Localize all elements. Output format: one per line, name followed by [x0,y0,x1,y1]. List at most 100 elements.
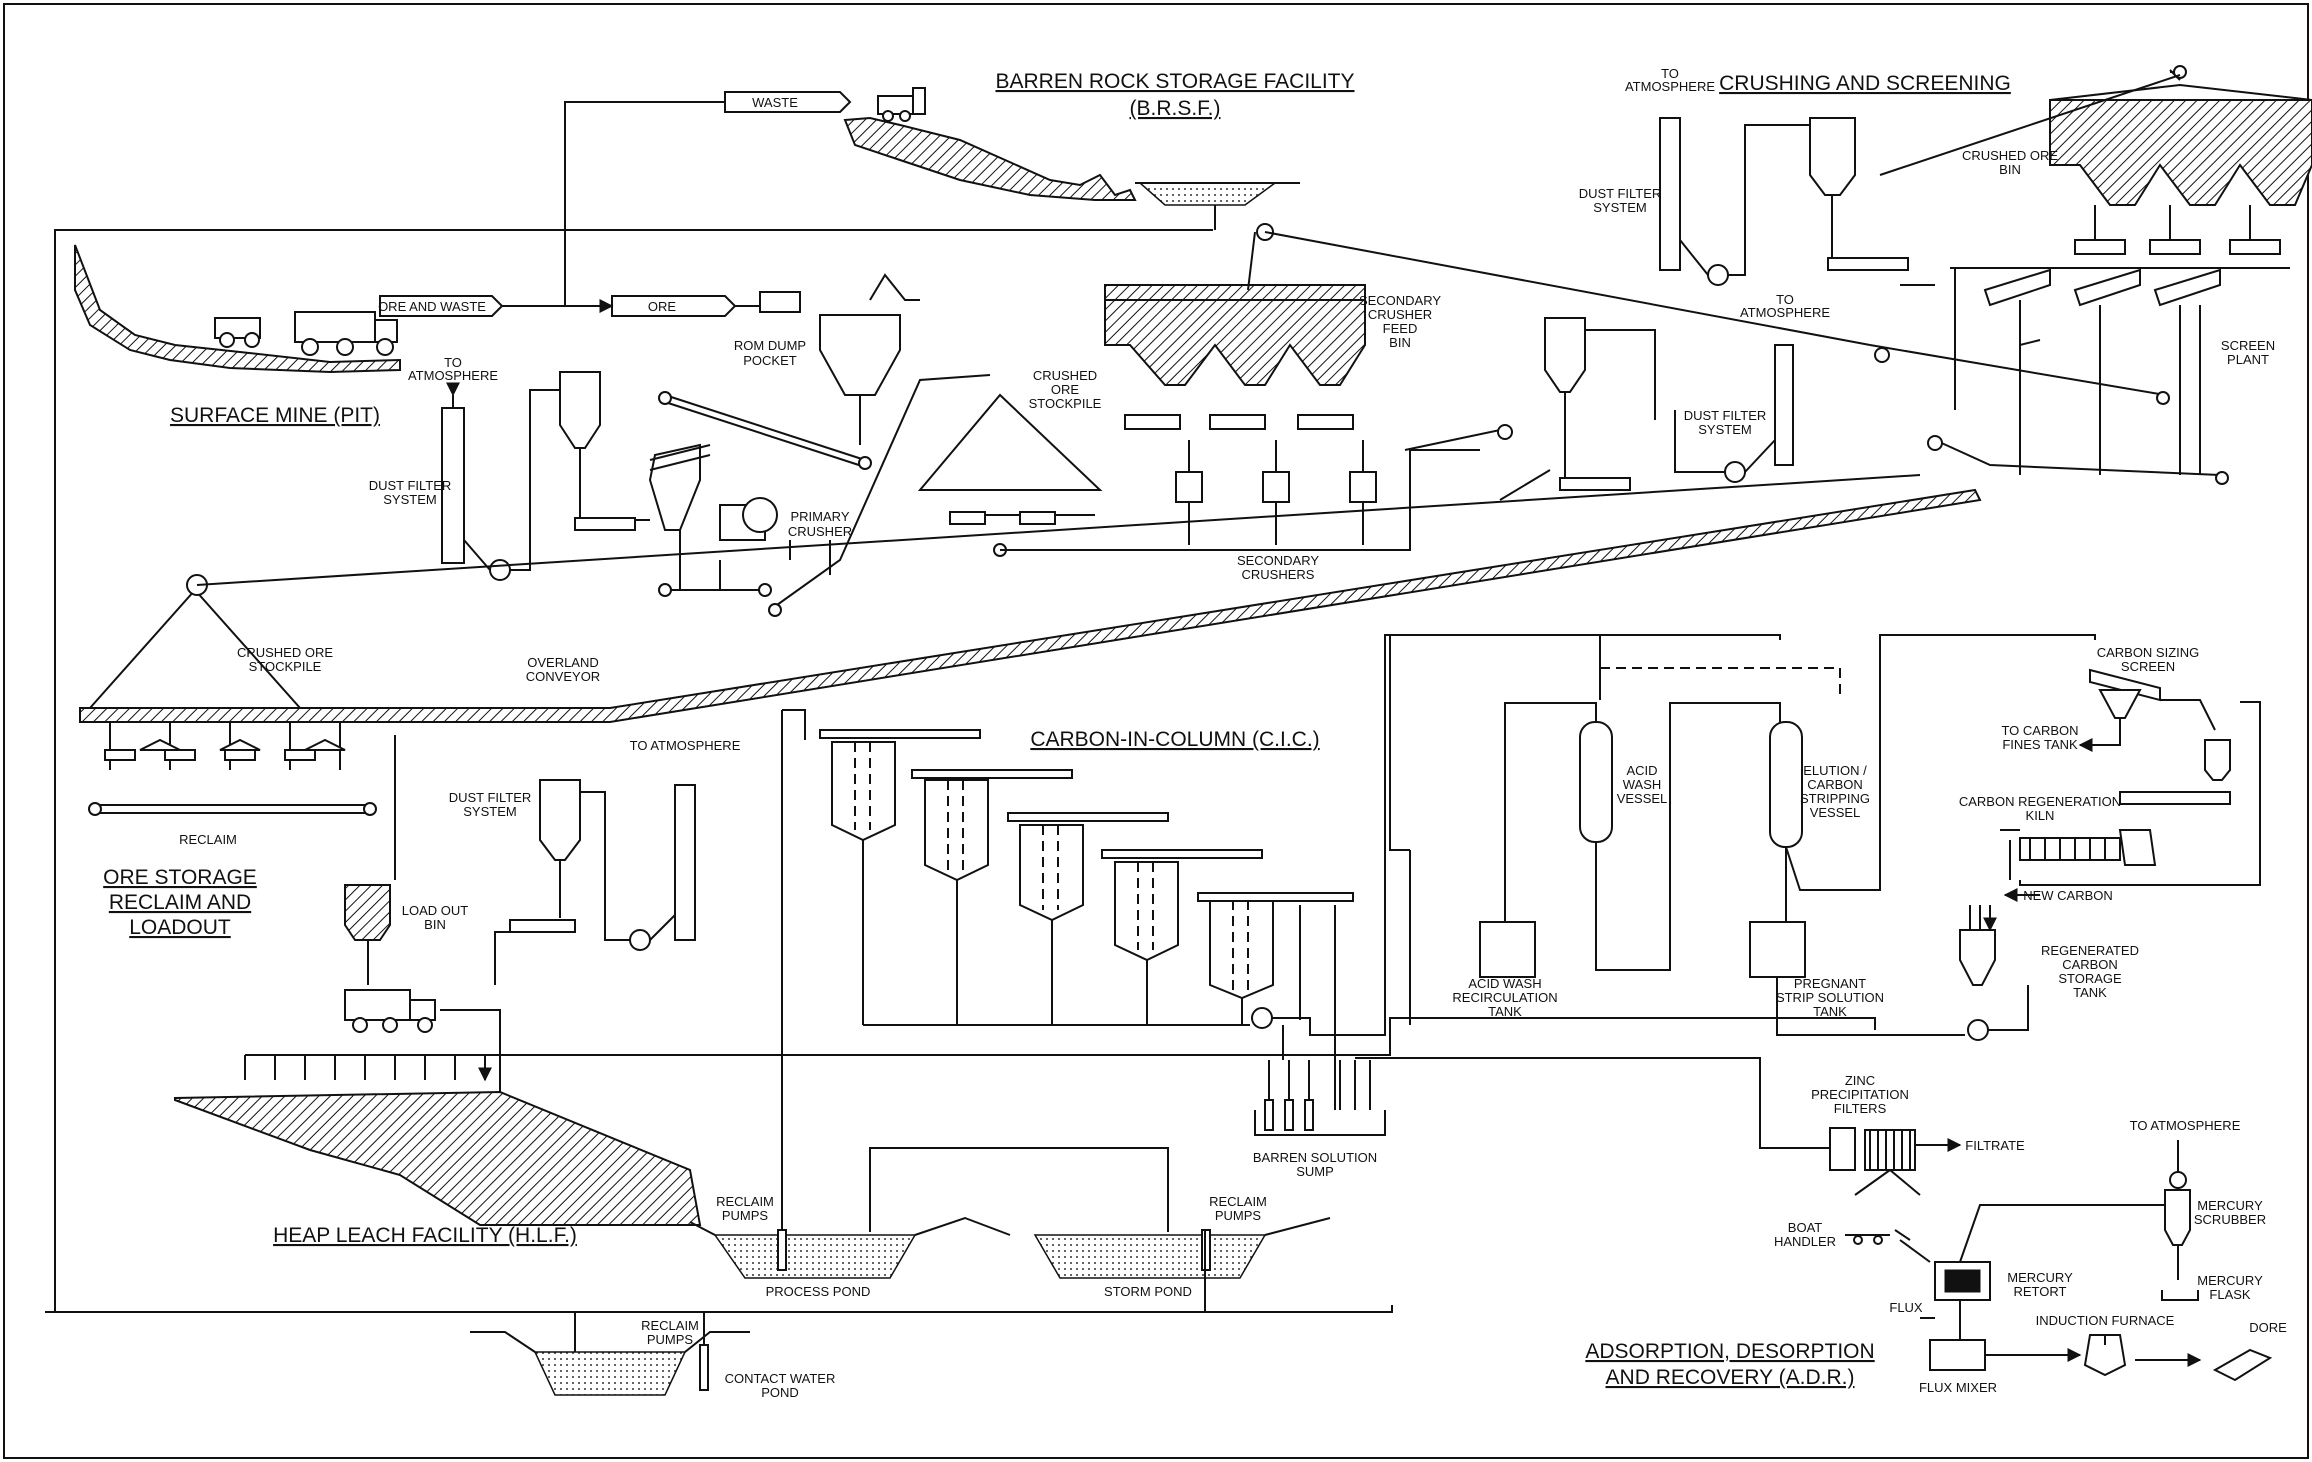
duct [1585,330,1655,420]
ore-label: ORE [648,299,677,314]
cic-column-5 [1198,893,1353,998]
screen-hopper [2100,690,2140,718]
primary-crusher-flywheel [743,498,777,532]
pond-transfer [870,1148,1168,1232]
strip-pump-out [1988,985,2028,1030]
cos-mid-l2: ORE [1051,382,1080,397]
brsf-waste-dump [845,118,1135,200]
oversize-conveyor [1870,345,2165,395]
zinc-feed-cone [1830,1128,1855,1170]
to-screen-conveyor [1405,430,1505,450]
scrubber-fan [2170,1172,2186,1188]
strip-pump [1968,1020,1988,1040]
feeder [1020,512,1055,524]
crk-l2: KILN [2026,808,2055,823]
bss-l1: BARREN SOLUTION [1253,1150,1377,1165]
screw-conveyor-left [575,518,635,530]
feed-to-bin [1248,232,1255,290]
feeder [2230,240,2280,254]
excavator-icon [870,275,920,300]
lob-l1: LOAD OUT [402,903,469,918]
screen-lines [1900,268,1955,410]
cob-l1: CRUSHED ORE [1962,148,2058,163]
dust-filter-left-l2: SYSTEM [383,492,436,507]
regenerated-carbon-tank [1960,930,1995,985]
barren-solution-line [500,1018,1875,1055]
awt-l3: TANK [1488,1004,1522,1019]
stack-low [675,785,695,940]
flux-lines [1920,1300,1960,1342]
mf-l2: FLASK [2209,1287,2251,1302]
hlf-title: HEAP LEACH FACILITY (H.L.F.) [273,1224,577,1247]
loader-icon [215,318,260,347]
reclaim-feeders [105,722,345,770]
brsf-title: BARREN ROCK STORAGE FACILITY [995,70,1354,93]
ovl-l2: CONVEYOR [526,669,600,684]
cos-mid-l1: CRUSHED [1033,368,1097,383]
brsf-dump [845,88,1300,230]
sc-l2: CRUSHERS [1242,567,1315,582]
df-low-l1: DUST FILTER [449,790,532,805]
pulley [759,584,771,596]
conveyor-pulley [859,457,871,469]
screw-conveyor-top [1828,258,1908,270]
reclaim-pump [778,1230,786,1270]
cos-mid-l3: STOCKPILE [1029,396,1102,411]
kiln-screw [2120,792,2230,804]
screw-conveyor-low [510,920,575,932]
css-l1: CARBON SIZING [2097,645,2200,660]
retort-feed [1900,1240,1930,1262]
baghouse-left [560,372,600,448]
retort-offgas [1960,1205,2165,1262]
secondary-crusher-3 [1298,415,1376,545]
rom-truck-icon [760,292,800,312]
zpf-l2: PRECIPITATION [1811,1087,1909,1102]
to-atm-top-l2: ATMOSPHERE [1625,79,1715,94]
acid-wash-loop [1505,703,1780,970]
awt-l2: RECIRCULATION [1452,990,1557,1005]
waste-label: WASTE [752,95,798,110]
ms-l2: SCRUBBER [2194,1212,2266,1227]
df-low-l2: SYSTEM [463,804,516,819]
pregnant-strip-tank [1750,922,1805,977]
pt-l3: TANK [1813,1004,1847,1019]
sfb-l2: CRUSHER [1368,307,1432,322]
adr-feed [1390,635,1410,1025]
ore-and-waste-label: ORE AND WASTE [378,299,486,314]
bin-roof [2050,85,2312,100]
conveyor-pulley [659,392,671,404]
df-cs-l1: DUST FILTER [1579,186,1662,201]
mercury-flask [2162,1290,2198,1300]
ore-storage-title-1: ORE STORAGE [103,866,257,889]
contact-water-pond [535,1352,685,1395]
adr-title-1: ADSORPTION, DESORPTION [1585,1340,1874,1363]
pulley [769,604,781,616]
acid-wash-tank [1480,922,1535,977]
stack-mid [1775,345,1793,465]
flux-mixer [1930,1340,1985,1370]
regen-feed-arrows [1970,905,1990,930]
screw-conveyor-mid [1560,478,1630,490]
baghouse-low [540,780,580,860]
df-cs-l2: SYSTEM [1593,200,1646,215]
reclaim-label: RECLAIM [179,832,237,847]
conveyor [1500,470,1550,500]
storm-pond-label: STORM POND [1104,1284,1192,1299]
to-atm-adr: TO ATMOSPHERE [2130,1118,2241,1133]
awv-l3: VESSEL [1617,791,1668,806]
brsf-subtitle: (B.R.S.F.) [1129,97,1220,120]
ore-storage-title-3: LOADOUT [129,916,231,939]
secondary-crusher-2 [1210,415,1289,545]
sump-pump [1265,1100,1273,1130]
primary-to-stockpile-conveyor [770,375,990,610]
dore-label: DORE [2249,1320,2287,1335]
filtrate-return [1355,1058,1800,1148]
load-out-bin [345,885,390,940]
awt-l1: ACID WASH [1468,976,1541,991]
sump-pump [1285,1100,1293,1130]
rp-b-l2: PUMPS [1215,1208,1262,1223]
awv-l2: WASH [1623,777,1662,792]
df-mid-l1: DUST FILTER [1684,408,1767,423]
rom-hopper [820,315,900,395]
